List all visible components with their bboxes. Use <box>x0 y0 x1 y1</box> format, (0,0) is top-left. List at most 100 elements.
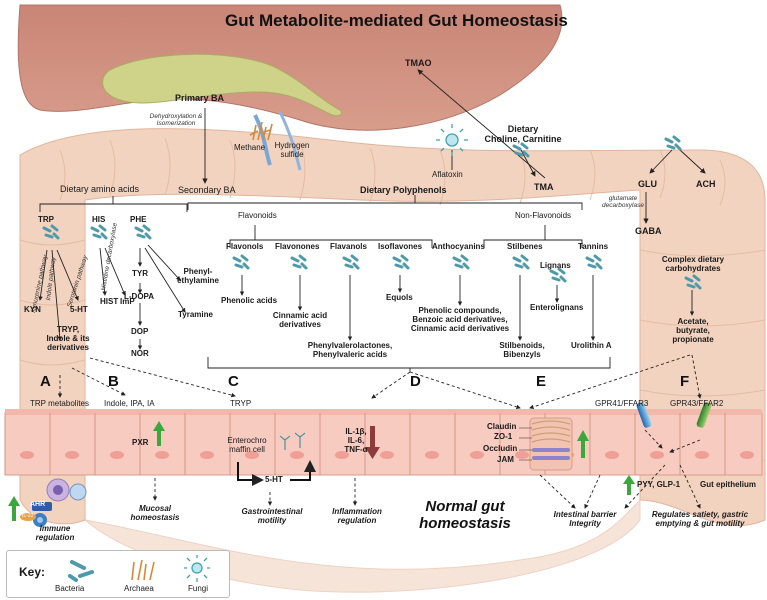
fungi-key-label: Fungi <box>188 584 209 593</box>
pyy-glp1-label: PYY, GLP-1 <box>637 480 681 489</box>
panel-a-label: A <box>40 373 51 390</box>
epithelial-cells <box>4 413 754 475</box>
green-arrows <box>8 421 635 521</box>
cell-nucleus <box>695 451 709 459</box>
tryp-label: TRYP <box>230 399 252 408</box>
panel-b-label: B <box>108 373 119 390</box>
pxr-label: PXR <box>132 438 149 447</box>
bacteria-icon <box>392 254 410 270</box>
phenolic-acids-label: Phenolic acids <box>221 296 278 305</box>
bacteria-icon <box>290 254 308 270</box>
flavonols-label: Flavonols <box>226 242 264 251</box>
cell-nucleus <box>515 451 529 459</box>
panel-c-label: C <box>228 373 239 390</box>
bacteria-icon <box>664 135 682 151</box>
cell-nucleus <box>380 451 394 459</box>
occludin-label: Occludin <box>483 444 518 453</box>
his-label: HIS <box>92 215 106 224</box>
bacteria-icon <box>232 254 250 270</box>
enterolignans-label: Enterolignans <box>530 303 584 312</box>
archaea-key-label: Archaea <box>124 584 154 593</box>
cell-nucleus <box>245 451 259 459</box>
bacteria-icon <box>90 224 108 240</box>
tight-junction-graphic <box>519 417 573 471</box>
dop-label: DOP <box>131 327 149 336</box>
key-icons <box>68 555 210 582</box>
cell-nucleus <box>740 451 754 459</box>
stilbenes-label: Stilbenes <box>507 242 543 251</box>
cell-nucleus <box>200 451 214 459</box>
lignans-label: Lignans <box>540 261 571 270</box>
cell-nucleus <box>470 451 484 459</box>
cell-nucleus <box>110 451 124 459</box>
cell-nucleus <box>650 451 664 459</box>
serotonin-arrows <box>237 460 316 486</box>
fungi-icon <box>184 555 210 582</box>
bacteria-key-label: Bacteria <box>55 584 85 593</box>
cell-nucleus <box>290 451 304 459</box>
secondary-ba-label: Secondary BA <box>178 185 236 195</box>
legend-key: Key: Bacteria Archaea Fungi <box>6 550 230 598</box>
receptors <box>636 402 712 428</box>
serotonin-cell-label: 5-HT <box>265 475 283 484</box>
panel-d-label: D <box>410 373 421 390</box>
gpr43-label: GPR43/FFAR2 <box>670 399 724 408</box>
immune-cell-graphic <box>20 478 87 527</box>
5ht-label: 5-HT <box>70 305 88 314</box>
epithelium-band <box>4 409 763 476</box>
bacteria-icon <box>512 142 530 158</box>
cell-nucleus <box>425 451 439 459</box>
phenylvalerolactones-label: Phenylvalerolactones,Phenylvaleric acids <box>307 341 393 359</box>
trp-metabolites-label: TRP metabolites <box>30 399 89 408</box>
flavonones-label: Flavonones <box>275 242 320 251</box>
fungi-icon <box>436 124 468 156</box>
equols-label: Equols <box>386 293 413 302</box>
bacteria-icon <box>684 274 702 290</box>
glu-label: GLU <box>638 179 657 189</box>
liver-shape <box>17 4 563 171</box>
bacteria-icon <box>134 224 152 240</box>
cytokines-label: IL-1β,IL-6,TNF-α <box>344 427 368 454</box>
il22-label: IL-22 <box>22 513 34 519</box>
cell-nucleus <box>65 451 79 459</box>
urolithin-label: Urolithin A <box>571 341 612 350</box>
panel-f-label: F <box>680 373 690 390</box>
dehydroxylation-label: Dehydroxylation &Isomerization <box>149 113 203 128</box>
zo1-label: ZO-1 <box>494 432 513 441</box>
gut-epithelium-label: Gut epithelium <box>700 480 756 489</box>
cell-nucleus <box>335 451 349 459</box>
tma-label: TMA <box>534 182 554 192</box>
kyn-label: KYN <box>24 305 41 314</box>
jam-label: JAM <box>497 455 514 464</box>
anthocyanins-label: Anthocyanins <box>432 242 485 251</box>
non-flavonoids-label: Non-Flavonoids <box>515 211 572 220</box>
trp-label: TRP <box>38 215 54 224</box>
dashed-arrows <box>57 354 702 509</box>
microbe-icons <box>42 124 702 290</box>
enterochromaffin-graphic <box>279 432 306 450</box>
indole-ipa-ia-label: Indole, IPA, IA <box>104 399 155 408</box>
connector-lines <box>38 69 706 372</box>
gaba-label: GABA <box>635 226 662 236</box>
nor-label: NOR <box>131 349 149 358</box>
stilbenoids-label: Stilbenoids,Bibenzyls <box>499 341 545 359</box>
red-down-arrow <box>365 426 380 459</box>
cell-nucleus <box>155 451 169 459</box>
phenolic-compounds-label: Phenolic compounds,Benzoic acid derivati… <box>410 306 510 333</box>
aflatoxin-label: Aflatoxin <box>432 170 463 179</box>
bacteria-icon <box>342 254 360 270</box>
bacteria-icon <box>549 267 567 283</box>
flavanols-label: Flavanols <box>330 242 367 251</box>
l-dopa-label: L-DOPA <box>124 292 155 301</box>
methane-label: Methane <box>234 143 266 152</box>
